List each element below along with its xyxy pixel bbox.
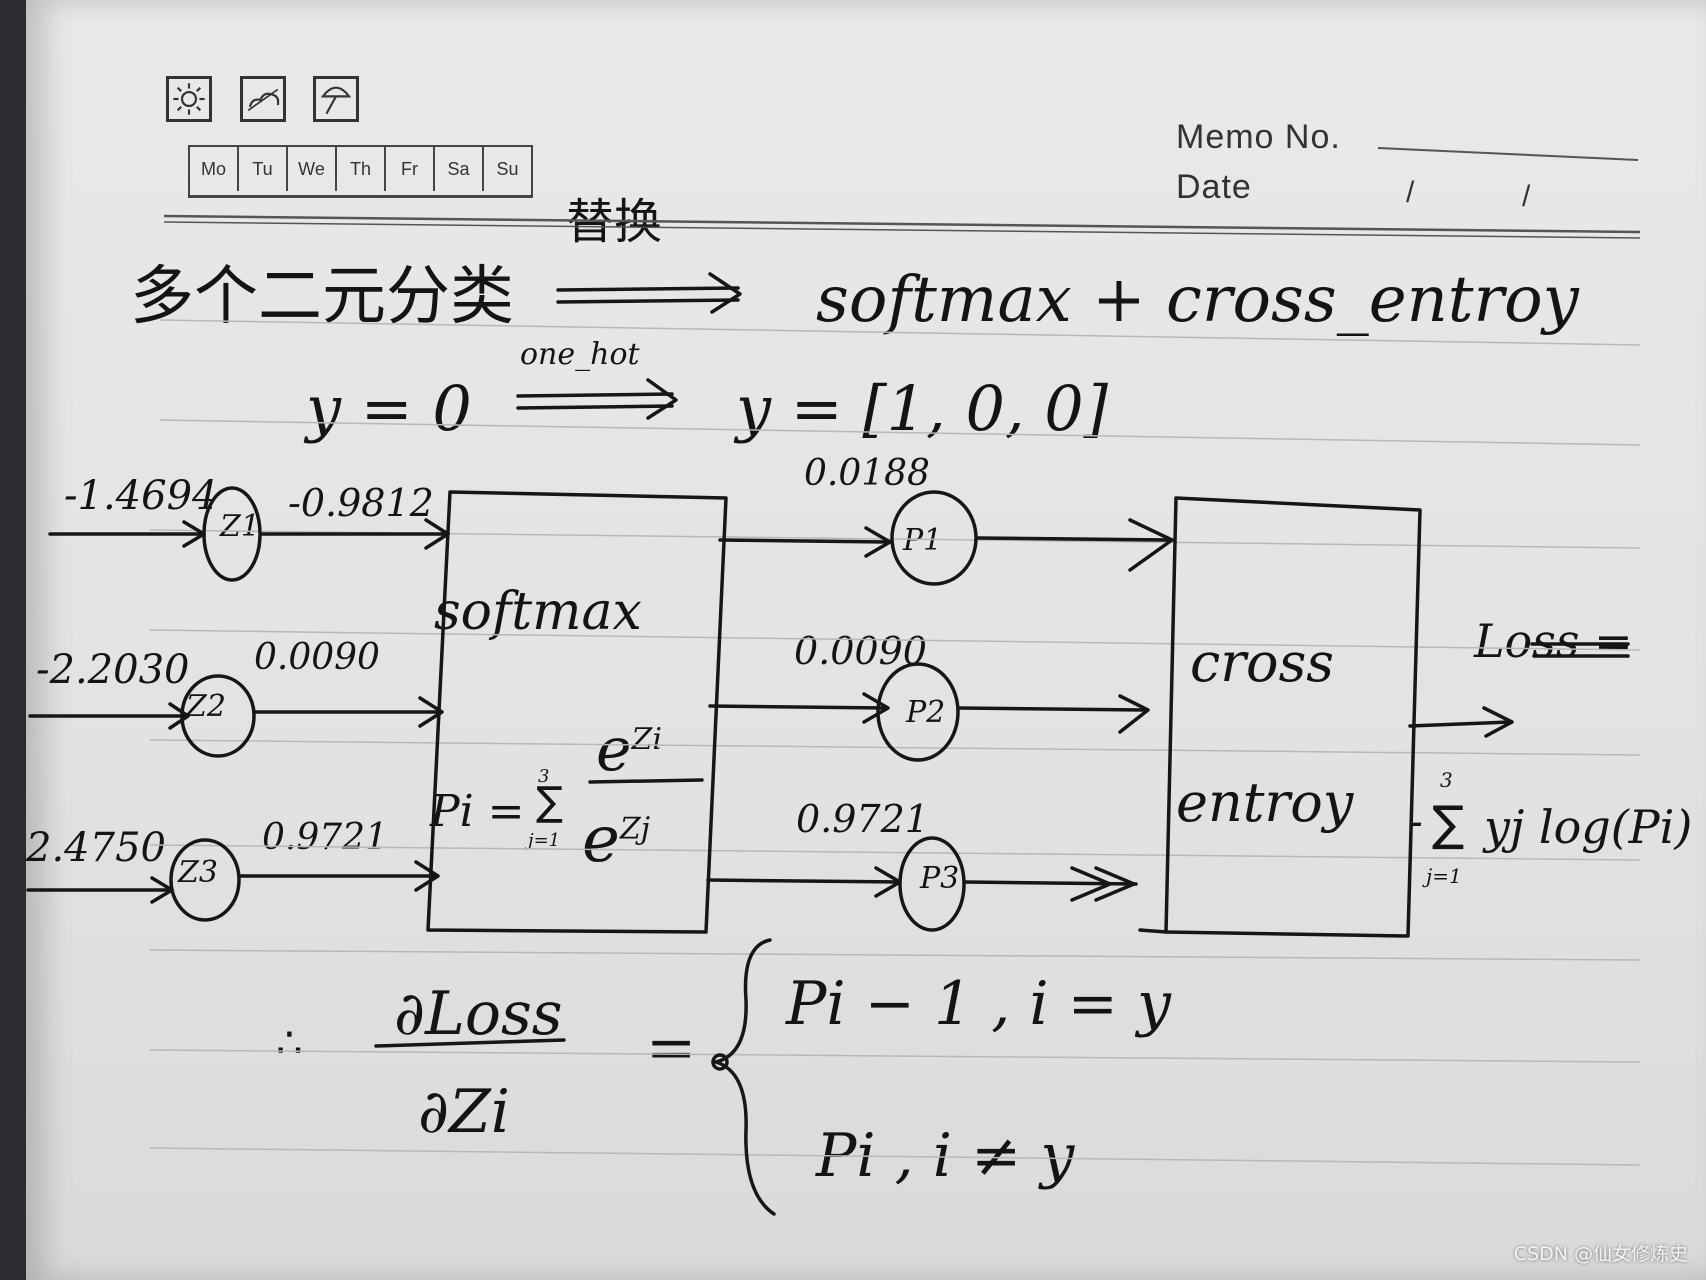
notebook-page: Mo Tu We Th Fr Sa Su Memo No. Date / / 多… bbox=[26, 0, 1706, 1280]
weekday-selector: Mo Tu We Th Fr Sa Su bbox=[188, 145, 533, 198]
output-value-3: 0.9721 bbox=[796, 797, 929, 841]
input-value-3: 2.4750 bbox=[26, 825, 166, 871]
p3-node-circle bbox=[898, 836, 966, 932]
softmax-sum-sign: ∑ bbox=[536, 779, 563, 825]
weekday-mo: Mo bbox=[190, 147, 239, 191]
z3-node-circle bbox=[169, 838, 241, 922]
node-p3: P3 bbox=[920, 861, 960, 896]
softmax-formula-lhs: Pi = bbox=[430, 786, 525, 837]
softmax-box bbox=[426, 490, 728, 934]
therefore-symbol: ∴ bbox=[276, 1018, 303, 1067]
node-z1: Z1 bbox=[220, 509, 260, 544]
input-value-1: -1.4694 bbox=[64, 473, 218, 519]
weekday-fr: Fr bbox=[386, 147, 435, 191]
exp-value-3: 0.9721 bbox=[262, 817, 388, 858]
one-hot-vector: y = [1, 0, 0] bbox=[736, 372, 1108, 445]
loss-sum-top: 3 bbox=[1440, 768, 1453, 792]
date-separator-1: / bbox=[1406, 176, 1416, 209]
softmax-cross-entropy-text: softmax + cross_entroy bbox=[816, 263, 1579, 337]
weekday-th: Th bbox=[337, 147, 386, 191]
weekday-sa: Sa bbox=[435, 147, 484, 191]
ruled-lines bbox=[149, 319, 1641, 1166]
gradient-numerator: ∂Loss bbox=[394, 979, 563, 1049]
gradient-denominator: ∂Zi bbox=[418, 1077, 510, 1147]
umbrella-icon bbox=[313, 76, 359, 122]
softmax-numerator: eZi bbox=[596, 715, 662, 785]
memo-no-label: Memo No. bbox=[1176, 118, 1341, 156]
node-z2: Z2 bbox=[186, 689, 226, 724]
cross-entropy-box bbox=[1164, 496, 1422, 938]
csdn-watermark: CSDN @仙女修炼史 bbox=[1513, 1243, 1688, 1265]
weekday-we: We bbox=[288, 147, 337, 191]
z1-node-circle bbox=[202, 486, 262, 582]
date-separator-2: / bbox=[1522, 180, 1532, 213]
exp-value-1: -0.9812 bbox=[288, 481, 434, 525]
weekday-tu: Tu bbox=[239, 147, 288, 191]
node-p2: P2 bbox=[906, 695, 946, 730]
z2-node-circle bbox=[180, 674, 256, 758]
loss-sum-bottom: j=1 bbox=[1426, 864, 1462, 888]
cloud-sun-icon bbox=[240, 76, 286, 122]
softmax-sum-bottom: j=1 bbox=[528, 830, 561, 851]
loss-sum-sign: ∑ bbox=[1432, 796, 1465, 852]
softmax-sum-top: 3 bbox=[538, 766, 550, 787]
sun-icon bbox=[166, 76, 212, 122]
loss-formula-body: yj log(Pi) bbox=[1484, 800, 1693, 854]
replace-arrow bbox=[556, 286, 740, 292]
softmax-box-label: softmax bbox=[434, 582, 642, 642]
cases-brace bbox=[714, 938, 776, 1216]
one-hot-label: one_hot bbox=[520, 337, 640, 372]
cross-entropy-label-2: entroy bbox=[1176, 771, 1354, 834]
gradient-fraction-bar bbox=[374, 1038, 566, 1048]
y-equals-zero: y = 0 bbox=[306, 372, 472, 445]
exp-value-2: 0.0090 bbox=[254, 637, 380, 678]
date-label: Date bbox=[1176, 168, 1252, 206]
softmax-denominator: eZj bbox=[582, 803, 651, 877]
header-rules bbox=[163, 147, 1641, 239]
input-value-2: -2.2030 bbox=[36, 647, 190, 693]
multi-binary-classification-text: 多个二元分类 bbox=[130, 260, 514, 334]
node-z3: Z3 bbox=[178, 855, 218, 890]
one-hot-arrow bbox=[516, 392, 674, 398]
gradient-case-1: Pi − 1 , i = y bbox=[786, 969, 1171, 1039]
p2-node-circle bbox=[876, 662, 960, 762]
loss-arrow bbox=[1408, 720, 1512, 728]
node-p1: P1 bbox=[903, 523, 943, 558]
output-value-1: 0.0188 bbox=[804, 453, 930, 494]
gradient-equals: = bbox=[646, 1013, 697, 1083]
p1-node-circle bbox=[890, 490, 978, 586]
weekday-su: Su bbox=[496, 158, 519, 179]
